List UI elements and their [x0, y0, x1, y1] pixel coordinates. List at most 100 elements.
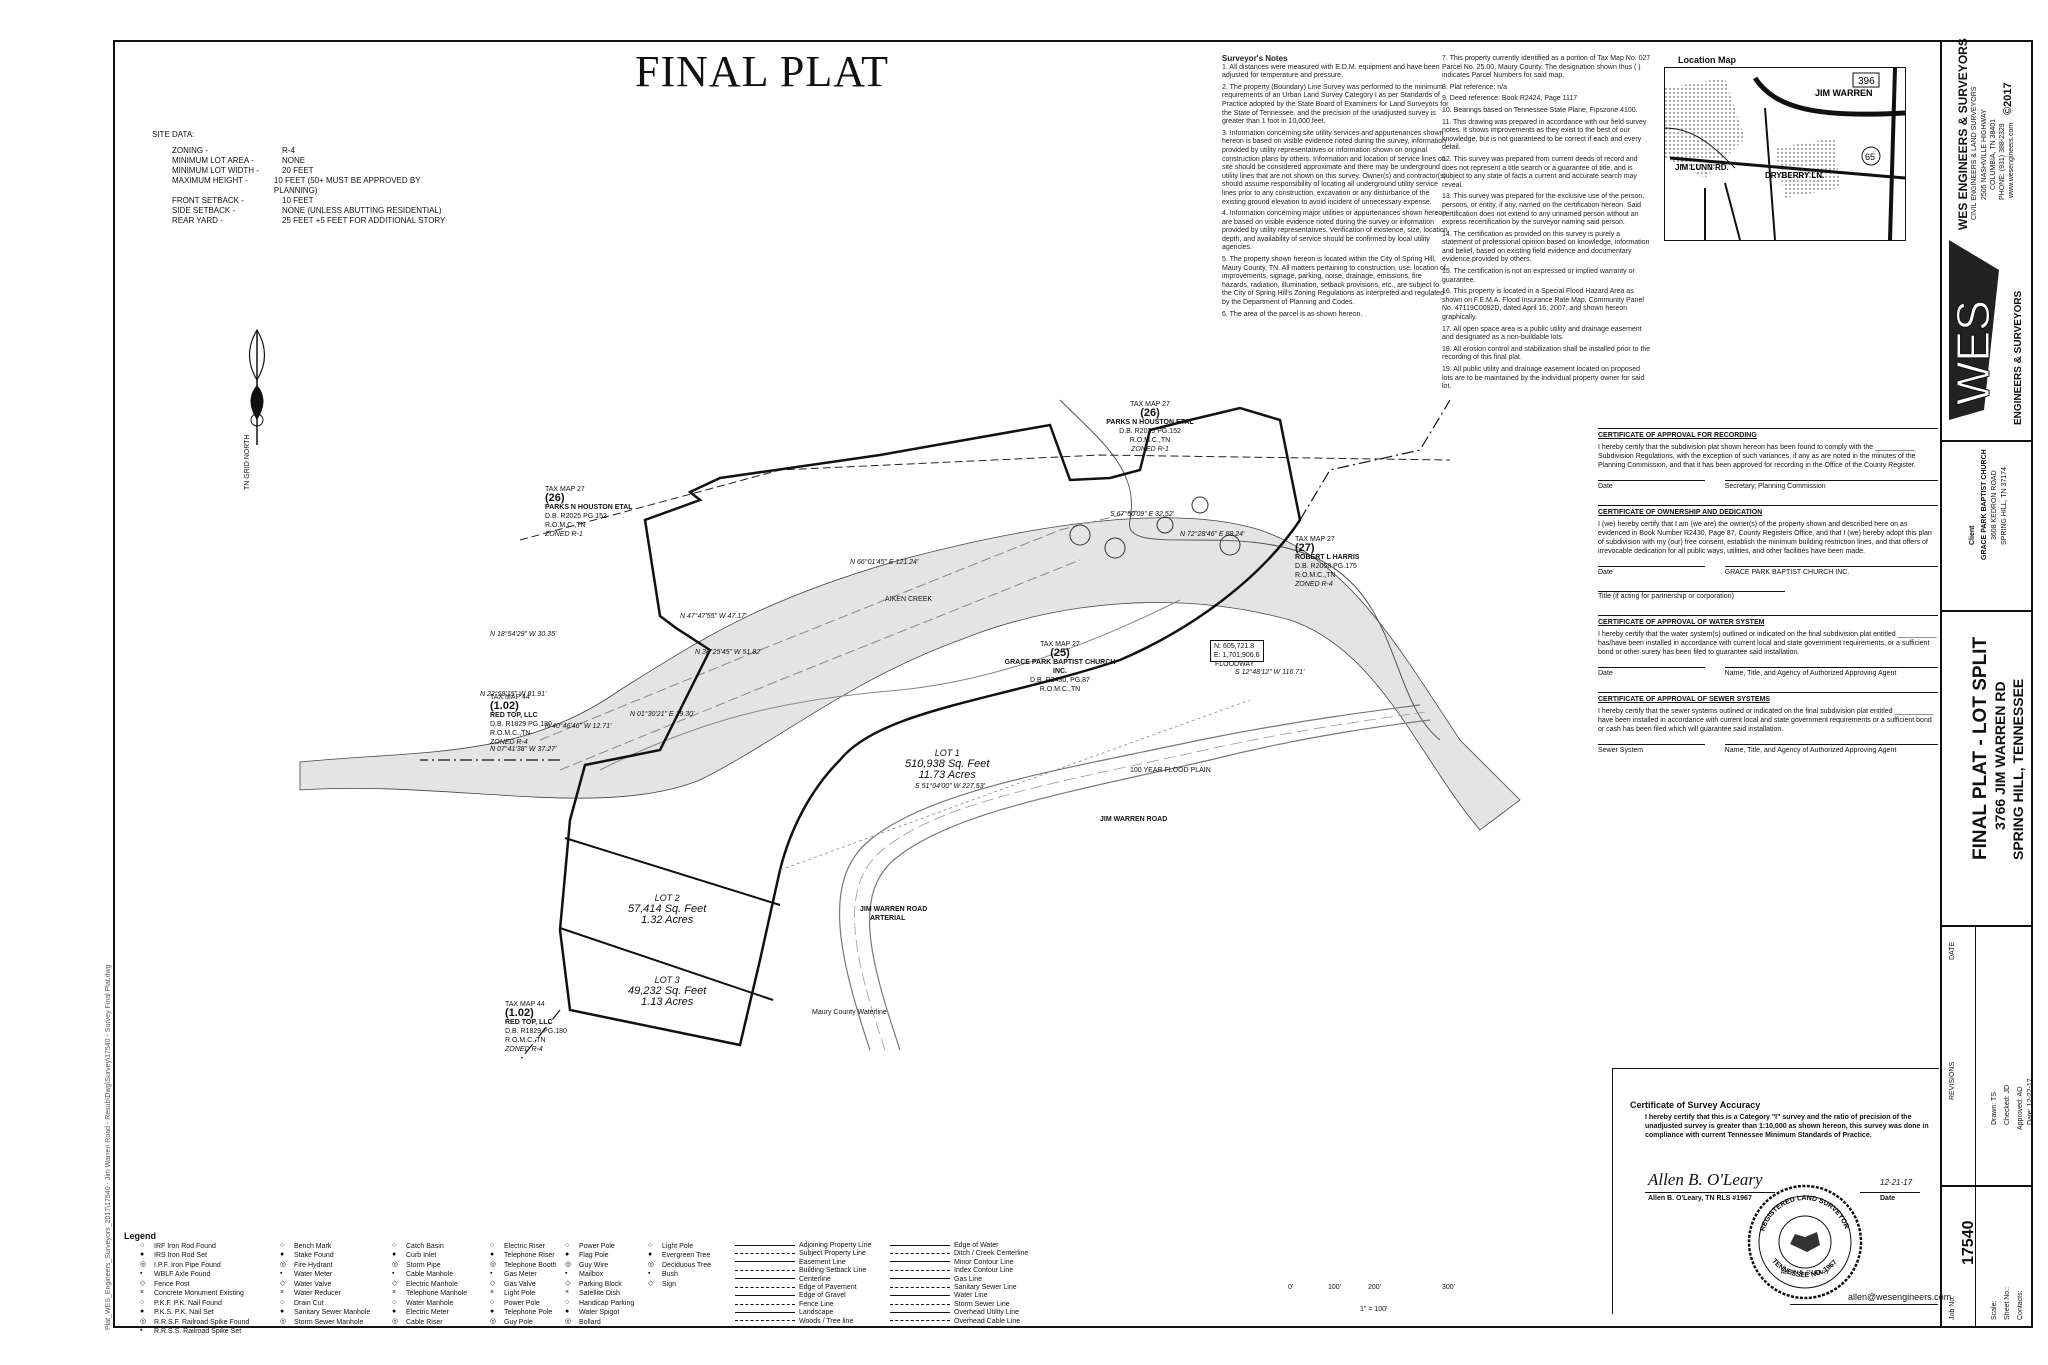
signature-date: 12-21-17 [1880, 1178, 1913, 1187]
legend-symbol-icon: ● [140, 1308, 145, 1316]
legend-label: Power Pole [579, 1243, 615, 1251]
legend-item: Landscape [735, 1309, 871, 1317]
surveyor-note: 16. This property is located in a Specia… [1442, 288, 1644, 322]
legend-item: ×Water Reducer [280, 1289, 370, 1298]
legend-item: Easement Line [735, 1259, 871, 1267]
bearing-label: N 66°01'45" E 121.24' [850, 559, 919, 566]
legend-label: Sign [662, 1280, 677, 1288]
scale-label: Scale: [1991, 1300, 1998, 1320]
legend-symbol-icon: × [565, 1289, 570, 1297]
legend-col-6: ○Light Pole●Evergreen Tree◎Deciduous Tre… [648, 1242, 711, 1289]
legend-symbol-icon [890, 1303, 950, 1305]
legend-symbol-icon: ◎ [648, 1260, 655, 1268]
surveyor-note: 2. The property (Boundary) Line Survey w… [1222, 83, 1449, 126]
legend-item: Index Contour Line [890, 1267, 1028, 1275]
certificate-block: CERTIFICATE OF APPROVAL OF SEWER SYSTEMS… [1598, 692, 1938, 761]
legend-symbol-icon: ● [280, 1308, 285, 1316]
legend-symbol-icon: ◎ [490, 1317, 497, 1325]
company-address1: 2505 NASHVILLE HIGHWAY [1981, 109, 1988, 200]
certificate-text: I hereby certify that the water system(s… [1598, 631, 1937, 656]
bearing-label: N 47°47'55" W 47.17' [680, 613, 747, 620]
legend-symbol-icon [735, 1261, 795, 1263]
certificate-extra: Title (if acting for partnership or corp… [1598, 591, 1785, 601]
adj-deed: D.B. R2058 PG.175 [1295, 563, 1357, 570]
owner-tax: TAX MAP 27 [1040, 641, 1080, 648]
revisions-date-label: DATE [1949, 941, 1956, 960]
legend-label: Water Reducer [294, 1290, 341, 1298]
legend-label: Edge of Water [954, 1242, 999, 1249]
legend-item: ◇Electric Manhole [392, 1280, 467, 1289]
legend-symbol-icon: ○ [490, 1298, 495, 1306]
certificate-text: I hereby certify that the sewer systems … [1598, 708, 1934, 733]
plat-drawing [299, 399, 1521, 1061]
legend-label: Telephone Booth [504, 1261, 557, 1269]
adj-parcel: (27) [1295, 542, 1315, 554]
scale-tick-1: 100' [1328, 1284, 1342, 1291]
legend-label: Stake Found [294, 1252, 334, 1260]
legend-symbol-icon: ◎ [565, 1260, 572, 1268]
legend-label: Edge of Gravel [799, 1292, 846, 1300]
legend-symbol-icon [890, 1253, 950, 1255]
bearing-label: N 72°28'46" E 88.24' [1180, 531, 1245, 538]
legend-symbol-icon: ○ [280, 1242, 285, 1249]
adj-name: RED TOP, LLC [490, 712, 538, 719]
site-data-label: MINIMUM LOT WIDTH - [172, 166, 259, 175]
legend-symbol-icon: ◎ [565, 1317, 572, 1325]
client-label: Client [1969, 525, 1976, 545]
wes-logo: WES ENGINEERS & SURVEYORS [1947, 240, 2024, 425]
legend-symbol-icon [735, 1286, 795, 1288]
legend-label: Guy Wire [579, 1261, 609, 1269]
adjoiner-parks-top: TAX MAP 27 (26) PARKS N HOUSTON ETAL D.B… [1105, 400, 1195, 454]
legend-symbol-icon [735, 1278, 795, 1280]
legend-symbol-icon: ○ [280, 1298, 285, 1306]
floodway-label: FLOODWAY [1215, 661, 1255, 668]
legend-col-4: ○Electric Riser●Telephone Riser◎Telephon… [490, 1242, 557, 1327]
drawn-by: Drawn: TS [1991, 1092, 1998, 1125]
legend-symbol-icon [890, 1320, 950, 1322]
bearing-label: S 67°50'09" E 32.52' [1110, 511, 1175, 518]
bearing-label: N 38°25'45" W 51.82' [695, 649, 762, 656]
legend-col-2: ○Bench Mark●Stake Found◎Fire Hydrant▪Wat… [280, 1242, 370, 1327]
adjoiner-redtop-2: TAX MAP 44 (1.02) RED TOP, LLC D.B. R182… [505, 1000, 595, 1054]
lot2-name: LOT 2 [654, 893, 680, 903]
file-path-text: Plat_WES_Engineers_Surveyors_2017\17540 … [105, 964, 112, 1330]
adj-zoned: ZONED R-4 [505, 1046, 543, 1053]
road-label-1: JIM WARREN ROAD [1100, 816, 1168, 823]
site-data-label: ZONING - [172, 146, 208, 155]
legend-label: Water Manhole [406, 1299, 454, 1307]
legend-label: P.K.F. P.K. Nail Found [154, 1299, 222, 1307]
surveyor-note: 9. Deed reference: Book R2424, Page 1117 [1442, 95, 1578, 103]
legend-symbol-icon [735, 1253, 795, 1255]
legend-item: Gas Line [890, 1276, 1028, 1284]
legend-item: ●Telephone Riser [490, 1251, 557, 1260]
legend-item: ◇Parking Block [565, 1280, 634, 1289]
legend-symbol-icon [890, 1244, 950, 1246]
legend-item: ▪Gas Meter [490, 1270, 557, 1279]
legend-item: Overhead Utility Line [890, 1309, 1028, 1317]
legend-symbol-icon: ● [490, 1251, 495, 1259]
map-label-jim-lunn: JIM LUNN RD. [1675, 163, 1729, 172]
adj-name: RED TOP, LLC [505, 1019, 553, 1026]
legend-label: R.R.S.F. Railroad Spike Found [154, 1318, 250, 1326]
legend-label: Water Spigot [579, 1309, 620, 1317]
surveyor-note: 12. This survey was prepared from curren… [1442, 155, 1638, 189]
creek-label: AIKEN CREEK [885, 596, 933, 603]
legend-item: Edge of Pavement [735, 1284, 871, 1292]
surveyor-note: 5. The property shown hereon is located … [1222, 256, 1446, 307]
adj-zone: R.O.M.C.,TN [490, 730, 531, 737]
legend-label: Gas Line [954, 1275, 983, 1283]
legend-item: ◎Guy Pole [490, 1318, 557, 1327]
legend-symbol-icon: ▪ [140, 1270, 143, 1278]
legend-symbol-icon: × [490, 1289, 495, 1297]
company-address2: COLUMBIA, TN 38401 [1990, 118, 1997, 190]
site-data-label: REAR YARD - [172, 216, 223, 225]
legend-symbol-icon: ◎ [392, 1317, 399, 1325]
legend-label: R.R.S.S. Railroad Spike Set [154, 1328, 242, 1336]
adj-deed: D.B. R2025 PG.152 [545, 513, 607, 520]
legend-item: ×Light Pole [490, 1289, 557, 1298]
legend-symbol-icon: ● [490, 1308, 495, 1316]
site-data-label: FRONT SETBACK - [172, 196, 244, 205]
legend-symbol-icon: ◎ [140, 1317, 147, 1325]
